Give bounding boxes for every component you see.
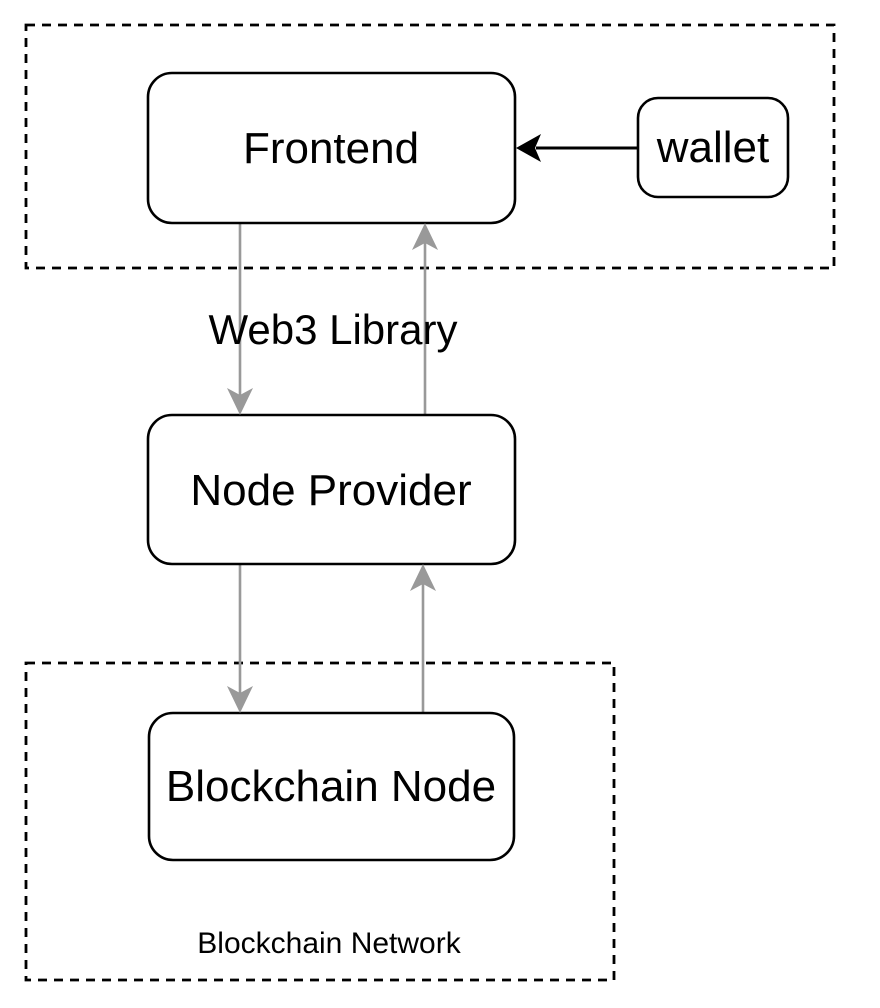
node-provider-node-box [146, 413, 517, 566]
frontend-group-border [24, 23, 836, 270]
frontend-node-box [146, 71, 517, 225]
wallet-node-label: wallet [656, 123, 770, 172]
frontend-node-label: Frontend [243, 124, 419, 173]
provider-to-blockchain-arrowhead-icon [227, 686, 253, 713]
blockchain-network-group-label: Blockchain Network [197, 927, 461, 960]
wallet-node-box [636, 96, 790, 199]
wallet-to-frontend-arrowhead-icon [516, 134, 541, 162]
frontend-to-provider-arrowhead-icon [227, 388, 253, 415]
blockchain-network-group-border [24, 661, 616, 982]
node-provider-node-label: Node Provider [190, 466, 471, 515]
provider-to-frontend-arrowhead-icon [412, 223, 438, 250]
blockchain-node-node-box [147, 711, 516, 862]
blockchain-node-node-label: Blockchain Node [166, 762, 496, 811]
blockchain-to-provider-arrowhead-icon [410, 564, 436, 591]
web3-library-edge-label: Web3 Library [208, 306, 457, 353]
